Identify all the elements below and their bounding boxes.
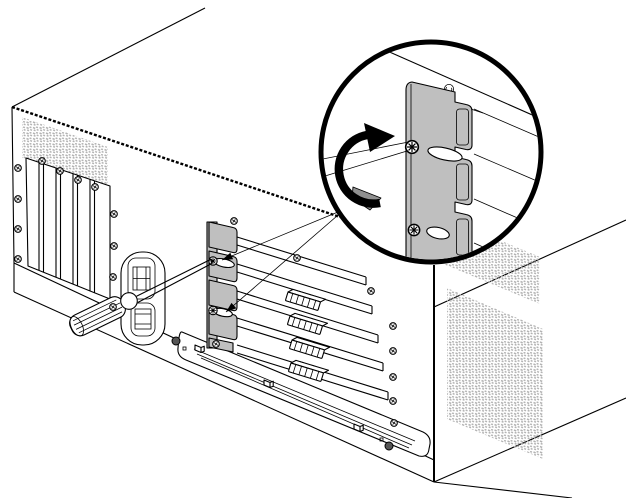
screw bbox=[14, 195, 22, 203]
screw bbox=[110, 210, 118, 218]
screw bbox=[14, 225, 22, 233]
inset-slot-lines bbox=[473, 108, 539, 252]
screw bbox=[14, 164, 22, 172]
inset-case-edge bbox=[384, 49, 539, 122]
screw bbox=[389, 397, 397, 405]
inset-slot-cover-screw bbox=[404, 139, 420, 155]
screw bbox=[389, 373, 397, 381]
leader-lines bbox=[221, 202, 353, 313]
top-vent bbox=[22, 117, 108, 188]
detail-inset bbox=[318, 39, 544, 265]
leader-line bbox=[221, 206, 351, 261]
slot-cover bbox=[208, 221, 238, 254]
handle-end-cap bbox=[69, 316, 84, 337]
slot-cover-strip bbox=[206, 221, 238, 353]
power-module bbox=[120, 251, 166, 346]
slot-cover bbox=[208, 279, 238, 312]
screw bbox=[293, 254, 301, 262]
leader-arrowhead-icon bbox=[222, 252, 234, 260]
slot-cover-screw bbox=[208, 305, 218, 316]
inset-screw-slot-opening bbox=[426, 226, 450, 240]
rotation-arrow-icon bbox=[334, 123, 395, 211]
bottom-bracket bbox=[171, 331, 431, 457]
inset-slot-cover-face bbox=[456, 108, 469, 146]
side-vent-main bbox=[447, 288, 543, 459]
inset-slot-cover-screw bbox=[407, 223, 421, 237]
screw bbox=[109, 273, 117, 281]
screw bbox=[367, 287, 375, 295]
screw bbox=[110, 242, 118, 250]
screwdriver-shaft bbox=[136, 258, 213, 303]
screw bbox=[389, 322, 397, 330]
power-socket bbox=[134, 308, 152, 330]
screw bbox=[230, 217, 238, 225]
bracket-detail bbox=[379, 437, 384, 442]
inset-screw-slot-opening bbox=[427, 146, 463, 162]
screw bbox=[91, 183, 99, 191]
bracket-screw bbox=[171, 336, 181, 346]
leader-arrowhead-icon bbox=[226, 302, 237, 312]
screw bbox=[212, 340, 220, 348]
screwdriver-ferrule bbox=[120, 292, 138, 310]
screw bbox=[56, 167, 64, 175]
grille-bars bbox=[38, 162, 96, 293]
bracket-detail bbox=[182, 346, 187, 351]
bracket-screw bbox=[384, 441, 394, 451]
screw bbox=[38, 157, 46, 165]
inset-slot-cover-strip bbox=[405, 81, 473, 260]
top-left-edge bbox=[11, 7, 206, 108]
leader-line bbox=[225, 202, 353, 313]
rear-top-seam bbox=[11, 105, 341, 219]
inset-slot-cover-face bbox=[456, 163, 469, 201]
left-edge bbox=[11, 106, 15, 292]
screw bbox=[109, 303, 117, 311]
tower-case-outline bbox=[11, 7, 626, 498]
screw bbox=[389, 347, 397, 355]
screw bbox=[390, 419, 398, 427]
screw bbox=[74, 176, 82, 184]
screw bbox=[14, 255, 22, 263]
bottom-skirt-edge bbox=[433, 481, 573, 498]
expansion-slots bbox=[236, 236, 389, 401]
